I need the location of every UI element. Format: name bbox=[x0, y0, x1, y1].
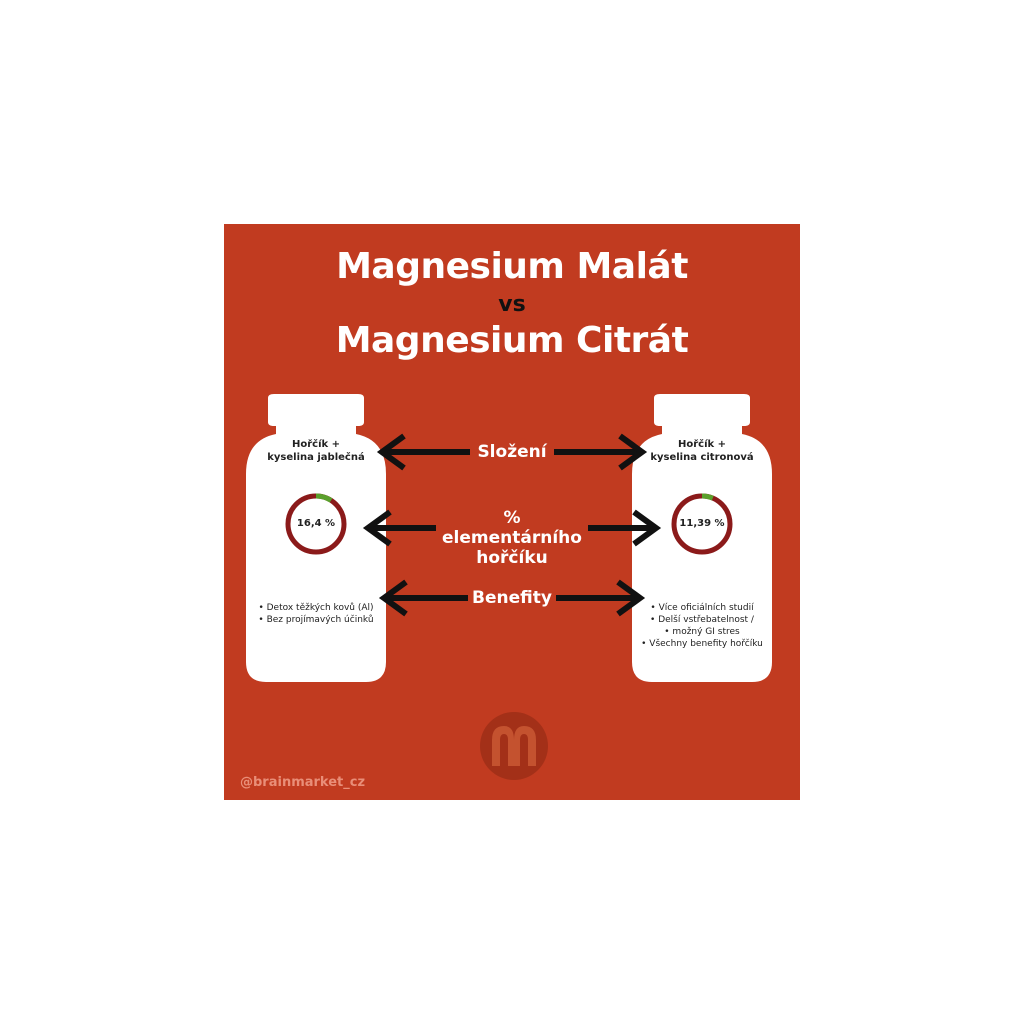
double-arrow-icon bbox=[362, 509, 436, 547]
list-item: Delší vstřebatelnost / bbox=[632, 614, 772, 626]
left-benefits-list: Detox těžkých kovů (Al) Bez projímavých … bbox=[246, 602, 386, 626]
double-arrow-icon bbox=[554, 433, 648, 471]
list-item: Bez projímavých účinků bbox=[246, 614, 386, 626]
list-item: možný GI stres bbox=[632, 626, 772, 638]
double-arrow-icon bbox=[376, 433, 470, 471]
left-percent-value: 16,4 % bbox=[296, 518, 336, 529]
row-label-benefits: Benefity bbox=[472, 588, 552, 608]
right-benefits-list: Více oficiálních studií Delší vstřebatel… bbox=[632, 602, 772, 650]
social-handle: @brainmarket_cz bbox=[240, 775, 366, 790]
left-composition: Hořčík + kyselina jablečná bbox=[267, 439, 365, 463]
title-line-1: Magnesium Malát bbox=[336, 246, 688, 287]
list-item: Detox těžkých kovů (Al) bbox=[246, 602, 386, 614]
right-percent-ring bbox=[671, 493, 733, 555]
brainmarket-logo-icon bbox=[480, 712, 548, 780]
left-bottle: Hořčík + kyselina jablečná 16,4 % Detox … bbox=[246, 394, 386, 682]
double-arrow-icon bbox=[588, 509, 662, 547]
vs-label: vs bbox=[498, 292, 526, 317]
right-composition: Hořčík + kyselina citronová bbox=[650, 439, 754, 463]
list-item: Více oficiálních studií bbox=[632, 602, 772, 614]
left-percent-ring bbox=[285, 493, 347, 555]
row-label-composition: Složení bbox=[477, 442, 547, 462]
right-bottle: Hořčík + kyselina citronová 11,39 % Více… bbox=[632, 394, 772, 682]
infographic-card: Magnesium Malát vs Magnesium Citrát Hořč… bbox=[224, 224, 800, 800]
title-line-2: Magnesium Citrát bbox=[335, 320, 689, 361]
right-percent-value: 11,39 % bbox=[679, 518, 725, 529]
list-item: Všechny benefity hořčíku bbox=[632, 638, 772, 650]
double-arrow-icon bbox=[378, 579, 468, 617]
double-arrow-icon bbox=[556, 579, 646, 617]
row-label-elemental: % elementárního hořčíku bbox=[442, 508, 582, 568]
